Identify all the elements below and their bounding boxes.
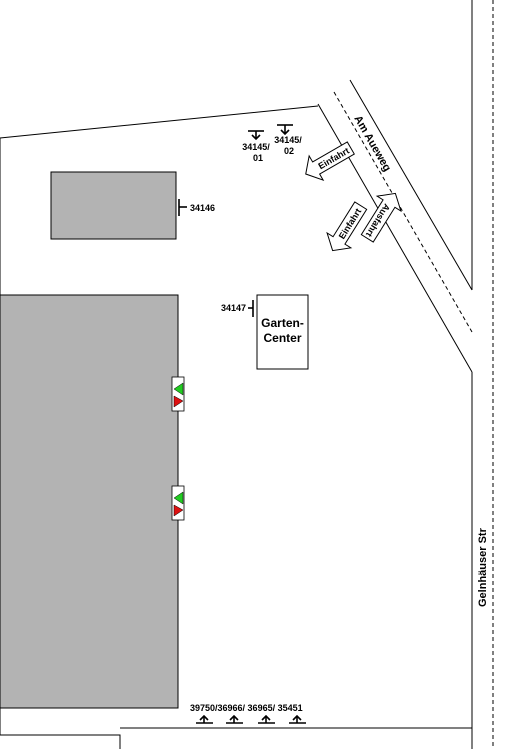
hydrant-34145-02: 34145/ 02 — [274, 124, 302, 156]
hydrant-34145-02-label: 02 — [284, 146, 294, 156]
ausfahrt-arrow: Ausfahrt — [360, 192, 402, 243]
signal-green-icon — [173, 382, 184, 396]
entry-signal-upper — [171, 376, 185, 412]
arrow-left-icon — [360, 192, 402, 243]
arrow-left-icon — [305, 141, 355, 182]
hydrant-icon — [248, 130, 264, 141]
hydrant-icon — [289, 714, 306, 724]
gelnhaeuser-str-label: Gelnhäuser Str — [477, 527, 489, 607]
hydrant-icon — [248, 300, 254, 317]
entry-signal-lower — [171, 485, 185, 521]
signal-red-icon — [173, 504, 184, 517]
hydrant-icon — [178, 199, 187, 216]
garden-center-label-2: Center — [263, 331, 301, 345]
hydrant-34146-label: 34146 — [190, 203, 215, 213]
hydrant-row-label: 39750/36966/ 36965/ 35451 — [190, 703, 303, 713]
building-main — [0, 294, 179, 709]
building-small — [50, 171, 177, 240]
garden-center-building — [256, 294, 309, 370]
hydrant-icon — [226, 714, 243, 724]
hydrant-34147: 34147 — [221, 300, 254, 317]
hydrant-34145-01-label: 34145/ — [242, 142, 270, 152]
hydrant-34145-02-label: 34145/ — [274, 135, 302, 145]
gelnhaeuser-str-road — [471, 0, 494, 749]
hydrant-icon — [196, 714, 213, 724]
hydrant-row-bottom: 39750/36966/ 36965/ 35451 — [190, 703, 306, 724]
einfahrt-arrow-top: Einfahrt — [305, 141, 355, 182]
signal-green-icon — [173, 491, 184, 505]
hydrant-icon — [258, 714, 275, 724]
arrow-left-icon — [326, 201, 368, 252]
einfahrt-arrow-lower: Einfahrt — [326, 201, 368, 252]
hydrant-34145-01-label: 01 — [253, 153, 263, 163]
hydrant-34145-01: 34145/ 01 — [242, 130, 270, 163]
garden-center-label-1: Garten- — [261, 316, 304, 330]
hydrant-34147-label: 34147 — [221, 303, 246, 313]
hydrant-icon — [277, 124, 293, 136]
hydrant-34146: 34146 — [178, 199, 215, 216]
signal-red-icon — [173, 395, 184, 408]
